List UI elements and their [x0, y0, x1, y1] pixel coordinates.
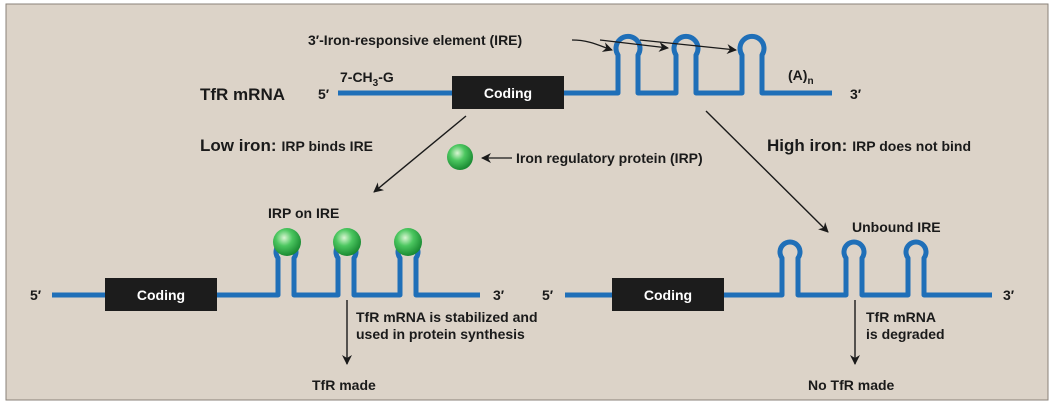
bound-irp-icon-1 [273, 228, 301, 256]
polya-label: (A)n [788, 67, 814, 87]
top-three-prime: 3′ [850, 86, 862, 102]
high-coding-label: Coding [644, 287, 692, 303]
top-mrna: Coding TfR mRNA 5′ 7-CH3-G (A)n 3′ 3′-Ir… [200, 32, 862, 109]
top-coding-box [452, 76, 564, 109]
cap-label: 7-CH3-G [340, 69, 394, 89]
high-iron-label: High iron:IRP does not bind [767, 136, 971, 155]
low-three-prime: 3′ [493, 287, 505, 303]
high-rna-strand [565, 239, 992, 298]
unbound-ire-label: Unbound IRE [852, 219, 941, 235]
no-tfr-made-label: No TfR made [808, 377, 895, 393]
high-coding-box [612, 278, 724, 311]
low-outcome-line-1: TfR mRNA is stabilized and [356, 309, 538, 325]
low-coding-label: Coding [137, 287, 185, 303]
tfr-made-label: TfR made [312, 377, 376, 393]
ire-arrow-1 [571, 39, 613, 52]
low-outcome-line-2: used in protein synthesis [356, 326, 525, 342]
low-coding-box [105, 278, 217, 311]
high-iron-mrna: Coding 5′ 3′ Unbound IRE TfR mRNA is deg… [542, 219, 1015, 393]
top-rna-strand [338, 33, 832, 96]
ire-arrow-2 [599, 39, 669, 52]
ire-arrow-3 [639, 39, 737, 55]
ire-label: 3′-Iron-responsive element (IRE) [308, 32, 522, 48]
bound-irp-icon-3 [394, 228, 422, 256]
low-five-prime: 5′ [30, 287, 42, 303]
top-five-prime: 5′ [318, 86, 330, 102]
irp-label: Iron regulatory protein (IRP) [516, 150, 703, 166]
tfr-mrna-label: TfR mRNA [200, 85, 285, 104]
low-iron-mrna: Coding 5′ 3′ IRP on IRE TfR mRNA is stab… [30, 205, 538, 393]
irp-protein-icon [447, 144, 473, 170]
high-three-prime: 3′ [1003, 287, 1015, 303]
high-iron-arrow [705, 110, 829, 233]
low-iron-label: Low iron:IRP binds IRE [200, 136, 373, 155]
high-outcome-line-1: TfR mRNA [866, 309, 936, 325]
high-outcome-line-2: is degraded [866, 326, 945, 342]
high-five-prime: 5′ [542, 287, 554, 303]
low-iron-arrow [373, 115, 467, 193]
bound-irp-icon-2 [333, 228, 361, 256]
background-panel [5, 3, 1049, 401]
top-coding-label: Coding [484, 85, 532, 101]
irp-on-ire-label: IRP on IRE [268, 205, 339, 221]
